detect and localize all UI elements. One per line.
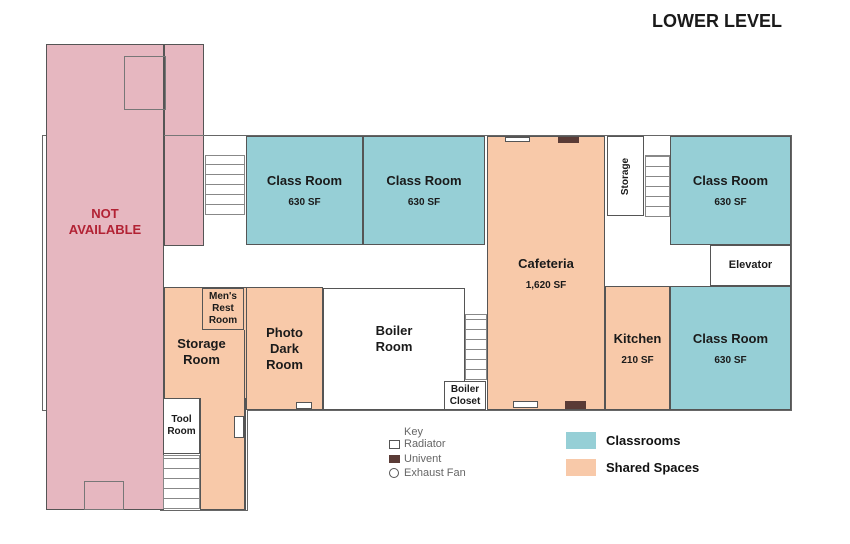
boiler-room-label: Boiler Room <box>375 323 413 354</box>
elevator-label: Elevator <box>728 259 773 271</box>
page-title: LOWER LEVEL <box>652 11 782 31</box>
univent-icon <box>565 401 586 409</box>
kitchen-area: 210 SF <box>621 354 654 366</box>
boiler-closet[interactable]: Boiler Closet <box>444 381 486 410</box>
key-radiator-label: Radiator <box>404 438 446 450</box>
not-available-bottom-box <box>84 481 124 510</box>
stairs-top-left <box>205 155 245 215</box>
cafeteria[interactable]: Cafeteria 1,620 SF <box>487 136 605 410</box>
class-room-4-name: Class Room <box>692 330 769 346</box>
boiler-closet-label: Boiler Closet <box>449 383 481 407</box>
storage-top[interactable]: Storage <box>607 136 644 216</box>
legend-swatch-shared-spaces <box>566 459 596 476</box>
annex-inner-room <box>124 56 166 110</box>
stairs-top-right <box>645 155 670 217</box>
boiler-room[interactable]: Boiler Room <box>323 288 465 410</box>
not-available-label: NOT AVAILABLE <box>68 206 142 237</box>
storage-top-label: Storage <box>620 157 632 195</box>
storage-room-extension <box>200 398 246 510</box>
legend-swatch-classrooms <box>566 432 596 449</box>
storage-room-label: Storage Room <box>177 336 226 367</box>
class-room-4[interactable]: Class Room 630 SF <box>670 286 791 410</box>
radiator-icon <box>513 401 538 408</box>
not-available-annex <box>164 44 204 246</box>
class-room-3[interactable]: Class Room 630 SF <box>670 136 791 245</box>
legend-label-classrooms: Classrooms <box>606 433 681 448</box>
kitchen[interactable]: Kitchen 210 SF <box>605 286 670 410</box>
legend-label-shared-spaces: Shared Spaces <box>606 460 700 475</box>
mens-rest-room[interactable]: Men's Rest Room <box>202 288 244 330</box>
radiator-icon <box>296 402 312 409</box>
radiator-icon <box>234 416 244 438</box>
univent-icon <box>558 137 579 143</box>
class-room-1[interactable]: Class Room 630 SF <box>246 136 363 245</box>
mens-rest-room-label: Men's Rest Room <box>208 291 238 326</box>
cafeteria-name: Cafeteria <box>518 255 574 271</box>
cafeteria-area: 1,620 SF <box>525 279 567 291</box>
univent-icon <box>389 455 400 463</box>
key-exhaust-fan-label: Exhaust Fan <box>404 467 466 479</box>
stairs-boiler <box>465 314 487 380</box>
class-room-2[interactable]: Class Room 630 SF <box>363 136 485 245</box>
key-title: Key <box>404 426 423 438</box>
exhaust-fan-icon <box>389 468 399 478</box>
class-room-2-name: Class Room <box>386 173 462 188</box>
radiator-icon <box>505 137 530 142</box>
kitchen-name: Kitchen <box>613 330 662 346</box>
tool-room[interactable]: Tool Room <box>163 398 200 454</box>
storage-wall <box>244 330 245 510</box>
stairs-lower-left <box>163 455 200 509</box>
tool-room-label: Tool Room <box>167 414 196 437</box>
not-available-wing: NOT AVAILABLE <box>46 44 164 510</box>
class-room-1-name: Class Room <box>266 173 343 188</box>
key-univent-label: Univent <box>404 453 442 465</box>
class-room-1-area: 630 SF <box>288 197 321 208</box>
class-room-3-area: 630 SF <box>714 197 747 208</box>
elevator[interactable]: Elevator <box>710 245 791 286</box>
class-room-4-area: 630 SF <box>714 354 747 366</box>
annex-divider <box>164 135 204 136</box>
class-room-3-name: Class Room <box>692 173 769 188</box>
photo-dark-room[interactable]: Photo Dark Room <box>246 287 323 410</box>
radiator-icon <box>389 440 400 449</box>
photo-dark-room-label: Photo Dark Room <box>266 324 303 372</box>
class-room-2-area: 630 SF <box>407 197 441 208</box>
